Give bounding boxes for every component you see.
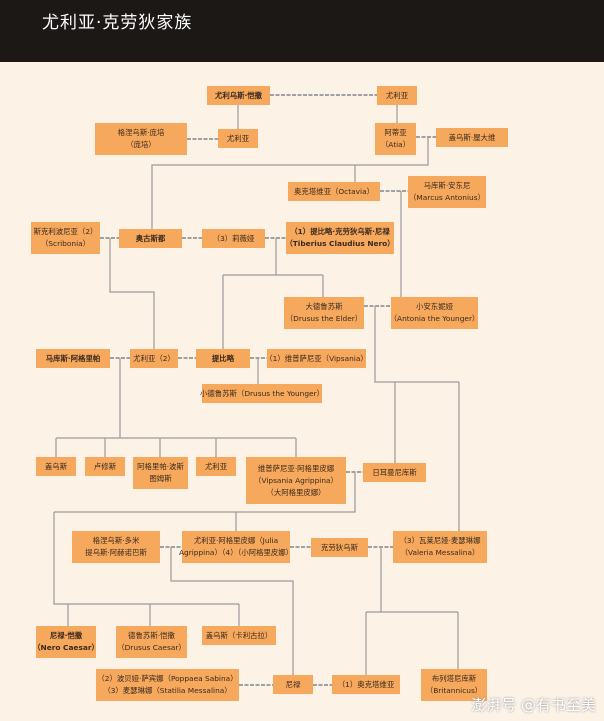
person-britannicus: 布列塔尼库斯（Britannicus） — [421, 669, 487, 701]
person-atia: 阿蒂亚（Atia） — [375, 123, 416, 155]
person-nero: 尼禄 — [273, 675, 313, 694]
person-drusus-younger: 小德鲁苏斯（Drusus the Younger） — [200, 384, 324, 403]
person-caligula: 盖乌斯（卡利古拉） — [202, 626, 276, 645]
person-julia-elder: 尤利亚 — [377, 86, 417, 105]
watermark: 澎湃号 @有书至美 — [471, 696, 596, 714]
person-messalina: （3）瓦莱尼娅·麦瑟琳娜（Valeria Messalina） — [393, 531, 487, 563]
person-octavia: 奥克塔维亚（Octavia） — [288, 182, 380, 201]
person-gaius-octavius: 盖乌斯·屋大维 — [436, 128, 508, 147]
person-mark-antony: 马库斯·安东尼（Marcus Antonius） — [408, 176, 486, 208]
person-drusus-elder: 大德鲁苏斯（Drusus the Elder） — [284, 297, 364, 329]
marriage-lines — [100, 94, 436, 686]
person-augustus: 奥古斯都 — [119, 229, 182, 248]
person-tiberius: 提比略 — [196, 349, 250, 368]
person-vipsania: （1）维普萨尼亚（Vipsania） — [265, 349, 368, 368]
person-drusus-caesar: 德鲁苏斯·恺撒（Drusus Caesar） — [116, 626, 187, 658]
person-agrippa: 马库斯·阿格里帕 — [36, 349, 110, 368]
person-agrippa-postumus: 阿格里帕·波斯图姆斯 — [133, 457, 188, 489]
descent-lines — [53, 105, 460, 675]
person-julius-caesar: 尤利乌斯·恺撒 — [207, 86, 270, 105]
page-title: 尤利亚·克劳狄家族 — [42, 13, 193, 33]
header-bar: 尤利亚·克劳狄家族 — [0, 0, 604, 62]
person-julia-caesar-daughter: 尤利亚 — [218, 129, 258, 148]
person-claudia-octavia: （1）奥克塔维亚 — [332, 675, 400, 694]
person-germanicus: 日耳曼尼库斯 — [363, 463, 426, 482]
person-poppaea-statilia: （2）波贝娅·萨宾娜（Poppaea Sabina）（3）麦瑟琳娜（Statil… — [96, 669, 239, 701]
person-lucius: 卢修斯 — [85, 457, 125, 476]
person-nero-caesar: 尼禄·恺撒（Nero Caesar） — [33, 626, 99, 658]
person-antonia-younger: 小安东妮娅（Antonia the Younger） — [390, 297, 479, 329]
person-tiberius-claudius-nero: （1）提比略·克劳狄乌斯·尼禄（Tiberius Claudius Nero） — [285, 222, 395, 254]
person-domitius-ahenobarbus: 格涅乌斯·多米提乌斯·阿赫诺巴斯 — [72, 531, 160, 563]
person-agrippina-elder: 维普萨尼亚·阿格里皮娜（Vipsania Agrippina）（大阿格里皮娜） — [246, 457, 346, 504]
person-gaius-caesar: 盖乌斯 — [36, 457, 76, 476]
person-julia-minor: 尤利亚 — [196, 457, 236, 476]
person-livia: （3）莉薇娅 — [202, 229, 265, 248]
person-julia-augustus-daughter: 尤利亚（2） — [130, 349, 178, 368]
person-pompey: 格涅乌斯·庞培（庞培） — [95, 123, 187, 155]
person-scribonia: 斯克利波尼亚（2）（Scribonia） — [31, 222, 100, 254]
person-claudius: 克劳狄乌斯 — [311, 538, 368, 557]
